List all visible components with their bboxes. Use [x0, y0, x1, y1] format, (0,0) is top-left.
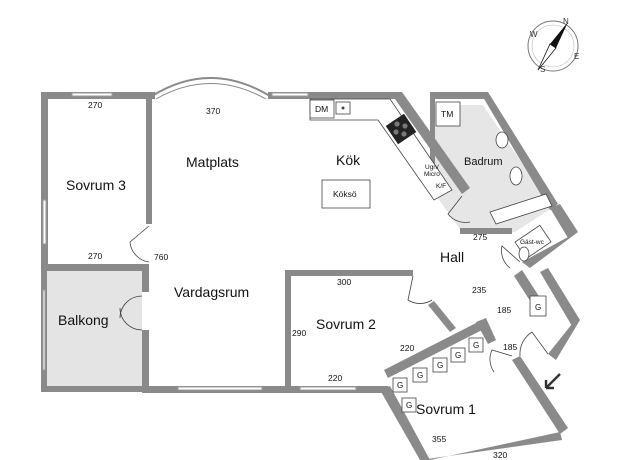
wall-guest-bottom [522, 232, 578, 268]
wall-hall-right [540, 268, 580, 326]
label-g7: G [535, 303, 541, 312]
compass-e: E [574, 52, 579, 61]
wall-bath-right [480, 92, 558, 210]
wardrobe-row [392, 295, 547, 413]
sovrum2-door-swing [407, 275, 433, 304]
wall-bottom-vardagsrum [142, 386, 388, 393]
window-left [42, 199, 47, 245]
room-badrum: Badrum [464, 156, 503, 168]
wall-bottom-balcony [41, 386, 148, 392]
bath-door-swing [447, 195, 471, 223]
label-micro: Micro [424, 171, 440, 178]
dim-sovrum3-top: 270 [88, 100, 102, 110]
entry-arrow-icon [544, 373, 561, 390]
guest-door-swing [501, 245, 521, 269]
dim-sovrum2-top: 300 [337, 277, 351, 287]
label-kokso: Köksö [333, 189, 357, 199]
dim-matplats-top: 370 [206, 106, 220, 116]
room-kok: Kök [336, 152, 361, 168]
laundry-box [435, 101, 461, 127]
dim-sovrum2-bottom: 220 [328, 373, 342, 383]
kitchen-island [321, 179, 371, 209]
wall-bath-bottom [460, 228, 512, 234]
compass-n: N [563, 17, 569, 26]
wall-sovrum3-right [146, 96, 152, 224]
wall-guest-right [550, 204, 578, 238]
bath-toilet [509, 166, 523, 186]
wall-wardrobe-edge [476, 318, 496, 344]
window-top-matplats [271, 92, 309, 97]
compass-w: W [530, 30, 538, 39]
room-gastwc: Gäst-wc [520, 239, 545, 246]
dim-sovrum1-b: 320 [493, 450, 507, 460]
balcony-floor [47, 271, 142, 388]
room-matplats: Matplats [186, 154, 239, 170]
wall-vardagsrum-left-lower [142, 330, 149, 392]
wall-sovrum1-bottom [420, 432, 562, 460]
dim-sovrum1-a: 355 [432, 434, 446, 444]
room-sovrum1: Sovrum 1 [416, 401, 476, 417]
room-sovrum2: Sovrum 2 [316, 316, 376, 332]
compass-s: S [540, 65, 545, 74]
dim-sovrum2-inner: 220 [400, 343, 414, 353]
wall-sovrum1-left [380, 386, 430, 460]
kitchen-counter [309, 98, 453, 201]
dim-hall-a: 275 [473, 232, 487, 242]
label-dm: DM [315, 104, 328, 114]
label-kf: K/F [436, 183, 446, 190]
label-g5: G [473, 341, 479, 350]
balcony-door-swing-b [119, 307, 143, 331]
room-vardagsrum: Vardagsrum [174, 284, 249, 300]
guest-toilet [518, 246, 530, 262]
wall-top-bath [430, 92, 485, 99]
label-g2: G [417, 371, 423, 380]
wall-sovrum3-bottom [41, 264, 149, 271]
dishwasher-box [309, 99, 335, 119]
label-g3: G [437, 361, 443, 370]
dim-hall-b: 235 [472, 285, 486, 295]
wall-vardagsrum-left [142, 264, 149, 292]
wall-sovrum1-right [512, 356, 568, 434]
window-bottom-sovrum2 [299, 386, 357, 391]
bay-window-inner [155, 83, 267, 100]
entry-door-swing [519, 331, 549, 357]
bay-window [151, 77, 271, 97]
sovrum3-door-swing [129, 225, 150, 263]
window-left-balcony [42, 289, 46, 371]
compass-icon: N E S W [527, 17, 579, 74]
wall-left-upper [41, 92, 48, 270]
wall-top-matplats-b [268, 92, 396, 99]
bathroom-floor [432, 105, 552, 232]
label-g1: G [397, 381, 403, 390]
wall-entry [548, 320, 580, 360]
dim-hall-c: 185 [497, 305, 511, 315]
wall-sovrum2-right [428, 301, 456, 332]
dim-sovrum2-side: 290 [292, 328, 306, 338]
balcony-door-swing-a [119, 295, 143, 319]
wall-bath-left [430, 96, 435, 184]
wall-sovrum2-top [285, 270, 413, 276]
room-sovrum3: Sovrum 3 [66, 177, 126, 193]
label-ugn: Ugn/ [425, 164, 439, 171]
wall-top-matplats-a [145, 92, 155, 99]
sink-drain [341, 106, 345, 110]
window-top-sovrum3 [71, 92, 113, 97]
bath-sink [495, 131, 509, 149]
wall-wardrobe-top [384, 322, 482, 378]
stove [385, 113, 417, 145]
label-g6: G [406, 401, 412, 410]
bathtub [489, 193, 553, 225]
window-bottom-vardagsrum [177, 386, 263, 391]
dim-sovrum3-bottom: 270 [88, 251, 102, 261]
dim-hall-d: 185 [503, 342, 517, 352]
label-tm: TM [441, 109, 453, 119]
room-hall: Hall [440, 249, 464, 265]
room-balkong: Balkong [58, 312, 109, 328]
dim-vardagsrum-side: 760 [154, 252, 168, 262]
wall-sovrum2-left [285, 270, 291, 390]
label-g4: G [455, 351, 461, 360]
sovrum1-door-swing [489, 349, 513, 373]
